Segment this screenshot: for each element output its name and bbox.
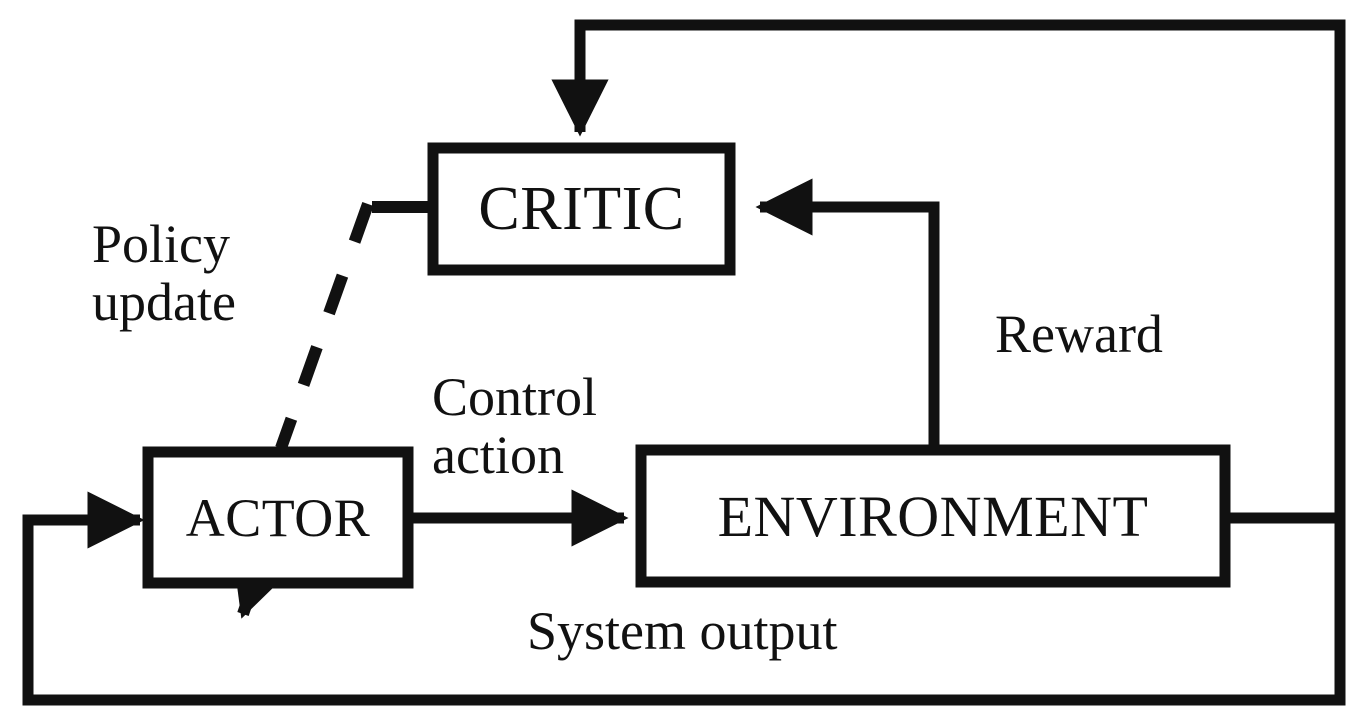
policy-update-dashed-line xyxy=(275,201,374,451)
edge-system-output xyxy=(22,491,1346,706)
reward-path xyxy=(790,201,940,450)
policy-update-arrowhead xyxy=(232,549,292,619)
edge-reward xyxy=(755,178,940,450)
node-actor-box[interactable] xyxy=(142,446,414,589)
node-environment-box[interactable] xyxy=(635,444,1231,588)
edge-output-to-critic xyxy=(551,19,1346,518)
system-output-path xyxy=(22,514,1346,706)
output-to-critic-path xyxy=(574,19,1346,518)
edge-policy-update xyxy=(232,201,433,619)
node-critic-box[interactable] xyxy=(427,142,736,276)
